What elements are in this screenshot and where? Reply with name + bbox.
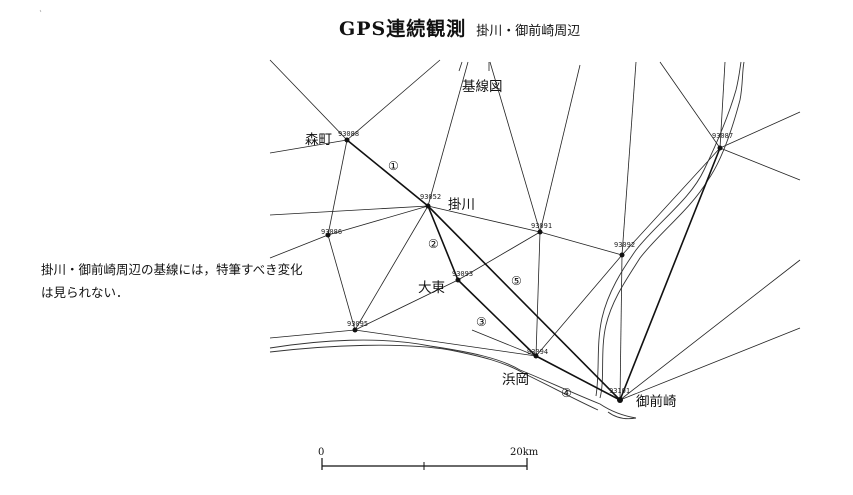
station-marker — [325, 232, 331, 238]
baseline-number-2: ② — [428, 237, 439, 251]
station-marker — [533, 353, 539, 359]
station-code-93088: 93088 — [338, 130, 359, 138]
place-morimachi: 森町 — [305, 132, 332, 148]
place-omaezaki: 御前崎 — [636, 393, 677, 410]
station-markers — [325, 137, 723, 403]
baseline-number-4: ④ — [561, 386, 572, 400]
station-code-93101: 93101 — [609, 387, 630, 395]
place-hamaoka: 浜岡 — [502, 372, 529, 388]
station-marker — [537, 229, 543, 235]
station-code-93052: 93052 — [420, 193, 441, 201]
station-marker — [352, 327, 358, 333]
baseline-number-5: ⑤ — [511, 274, 522, 288]
station-marker — [619, 252, 625, 258]
tick-mark — [39, 9, 42, 13]
map-title-marks — [458, 61, 490, 72]
station-code-93094: 93094 — [527, 348, 548, 356]
station-marker — [455, 277, 461, 283]
place-daito: 大東 — [418, 280, 445, 296]
baseline-omaezaki-93087 — [619, 147, 721, 401]
tick-mark — [119, 264, 122, 267]
main-baselines — [346, 139, 721, 401]
baseline-number-3: ③ — [476, 315, 487, 329]
note-text: 掛川・御前崎周辺の基線には，特筆すべき変化は見られない． — [41, 262, 303, 300]
baseline-3 — [457, 279, 537, 357]
map-title: 基線図 — [462, 78, 503, 95]
baseline-number-1: ① — [388, 159, 399, 173]
station-code-93093: 93093 — [452, 270, 473, 278]
scale-end: 20km — [510, 447, 539, 458]
baseline-2 — [427, 205, 459, 281]
station-marker — [425, 203, 431, 209]
station-code-93086: 93086 — [321, 228, 342, 236]
station-marker — [617, 397, 623, 403]
station-marker — [344, 137, 350, 143]
figure-title-sub: 掛川・御前崎周辺 — [476, 24, 581, 39]
station-code-93087: 93087 — [712, 132, 733, 140]
baseline-5 — [427, 205, 621, 401]
figure-title: GPS連続観測掛川・御前崎周辺 — [339, 14, 580, 41]
scale-bar: 0 20km — [318, 447, 539, 470]
scale-start: 0 — [318, 447, 324, 458]
station-code-93092: 93092 — [614, 241, 635, 249]
baseline-4 — [535, 355, 621, 401]
baseline-1 — [346, 139, 429, 207]
station-marker — [717, 145, 723, 151]
station-code-93091: 93091 — [531, 222, 552, 230]
figure-title-main: GPS連続観測 — [339, 18, 467, 40]
coastline — [269, 61, 745, 420]
place-kakegawa: 掛川 — [448, 197, 475, 213]
station-code-93095: 93095 — [347, 320, 368, 328]
